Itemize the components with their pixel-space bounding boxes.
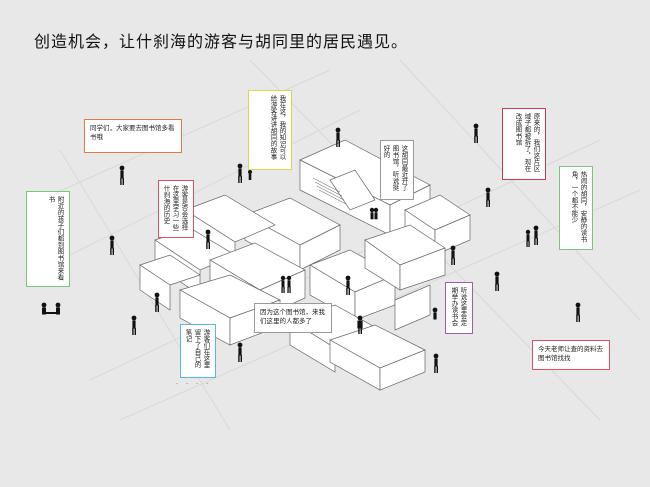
page-title: 创造机会，让什刹海的游客与胡同里的居民遇见。 [34, 32, 409, 51]
bubble-text: 我在这，我的知识可以给游客讲讲胡同的故事 [269, 95, 286, 160]
person-figure [55, 302, 61, 315]
speech-bubble-teacher-books: 今天老师让查的资料去图书馆找找 [532, 340, 610, 370]
person-figure [373, 207, 379, 220]
person-figure [450, 245, 456, 265]
speech-bubble-tourist-history: 游客是否会选择在这里学习一些什刹海的历史 [158, 180, 194, 238]
person-figure [248, 170, 252, 180]
speech-bubble-recall-area: 原来的，我们这片区域子都被拆了，现在改成图书馆 [502, 108, 546, 180]
person-figure [237, 163, 243, 183]
bubble-text: 原来的，我们这片区域子都被拆了，现在改成图书馆 [514, 113, 540, 172]
person-figure [41, 302, 47, 315]
person-figure [335, 127, 341, 147]
bubble-text: 这胡同最近开了图书馆，听说挺好的 [382, 145, 408, 191]
bubble-text: 今天老师让查的资料去图书馆找找 [538, 345, 603, 362]
person-figure [525, 229, 531, 247]
footer-marks: - - - - [176, 380, 212, 387]
speech-bubble-visitor-notes: 游客们在这里留下了自己的笔记 [180, 324, 216, 378]
speech-bubble-kids-outdoor: 附近的孩子们都到图书馆来看书 [26, 191, 70, 287]
person-figure [109, 235, 115, 255]
people-figures [41, 123, 581, 373]
reading-table [46, 312, 56, 314]
bubble-text: 同学们，大家要去图书馆多看书哦 [90, 124, 175, 141]
person-figure [286, 275, 292, 293]
person-figure [280, 275, 286, 293]
bubble-text: 游客是否会选择在这里学习一些什刹海的历史 [162, 185, 188, 231]
bubble-text: 因为这个图书馆，来我们这里的人都多了 [260, 308, 325, 325]
person-figure [433, 353, 439, 373]
person-figure [205, 229, 211, 249]
person-figure [119, 165, 125, 185]
person-figure [575, 302, 581, 322]
person-figure [357, 315, 363, 334]
person-figure [154, 292, 160, 312]
speech-bubble-classmates: 同学们，大家要去图书馆多看书哦 [84, 119, 182, 153]
person-figure [369, 207, 375, 220]
person-figure [345, 275, 351, 295]
bubble-text: 听说这里会定期举办读书会 [450, 287, 467, 326]
speech-bubble-hutong-elder: 我在这，我的知识可以给游客讲讲胡同的故事 [248, 90, 292, 170]
person-figure [533, 225, 539, 245]
person-figure [494, 271, 500, 291]
bubble-text: 附近的孩子们都到图书馆来看书 [47, 196, 64, 281]
person-figure [131, 315, 137, 335]
speech-bubble-reading-readers: 听说这里会定期举办读书会 [445, 282, 473, 334]
person-figure [432, 307, 438, 320]
central-stairs [312, 177, 347, 205]
speech-bubble-elderly-couple: 热闹的胡同，安静的读书角，一个都不能少 [559, 166, 593, 250]
speech-bubble-come-library: 因为这个图书馆，来我们这里的人都多了 [254, 303, 332, 333]
bubble-text: 热闹的胡同，安静的读书角，一个都不能少 [570, 171, 587, 243]
person-figure [473, 123, 479, 143]
bubble-text: 游客们在这里留下了自己的笔记 [184, 329, 210, 368]
speech-bubble-hutong-news: 这胡同最近开了图书馆，听说挺好的 [380, 140, 414, 200]
person-figure [485, 187, 491, 207]
person-figure [237, 342, 243, 362]
